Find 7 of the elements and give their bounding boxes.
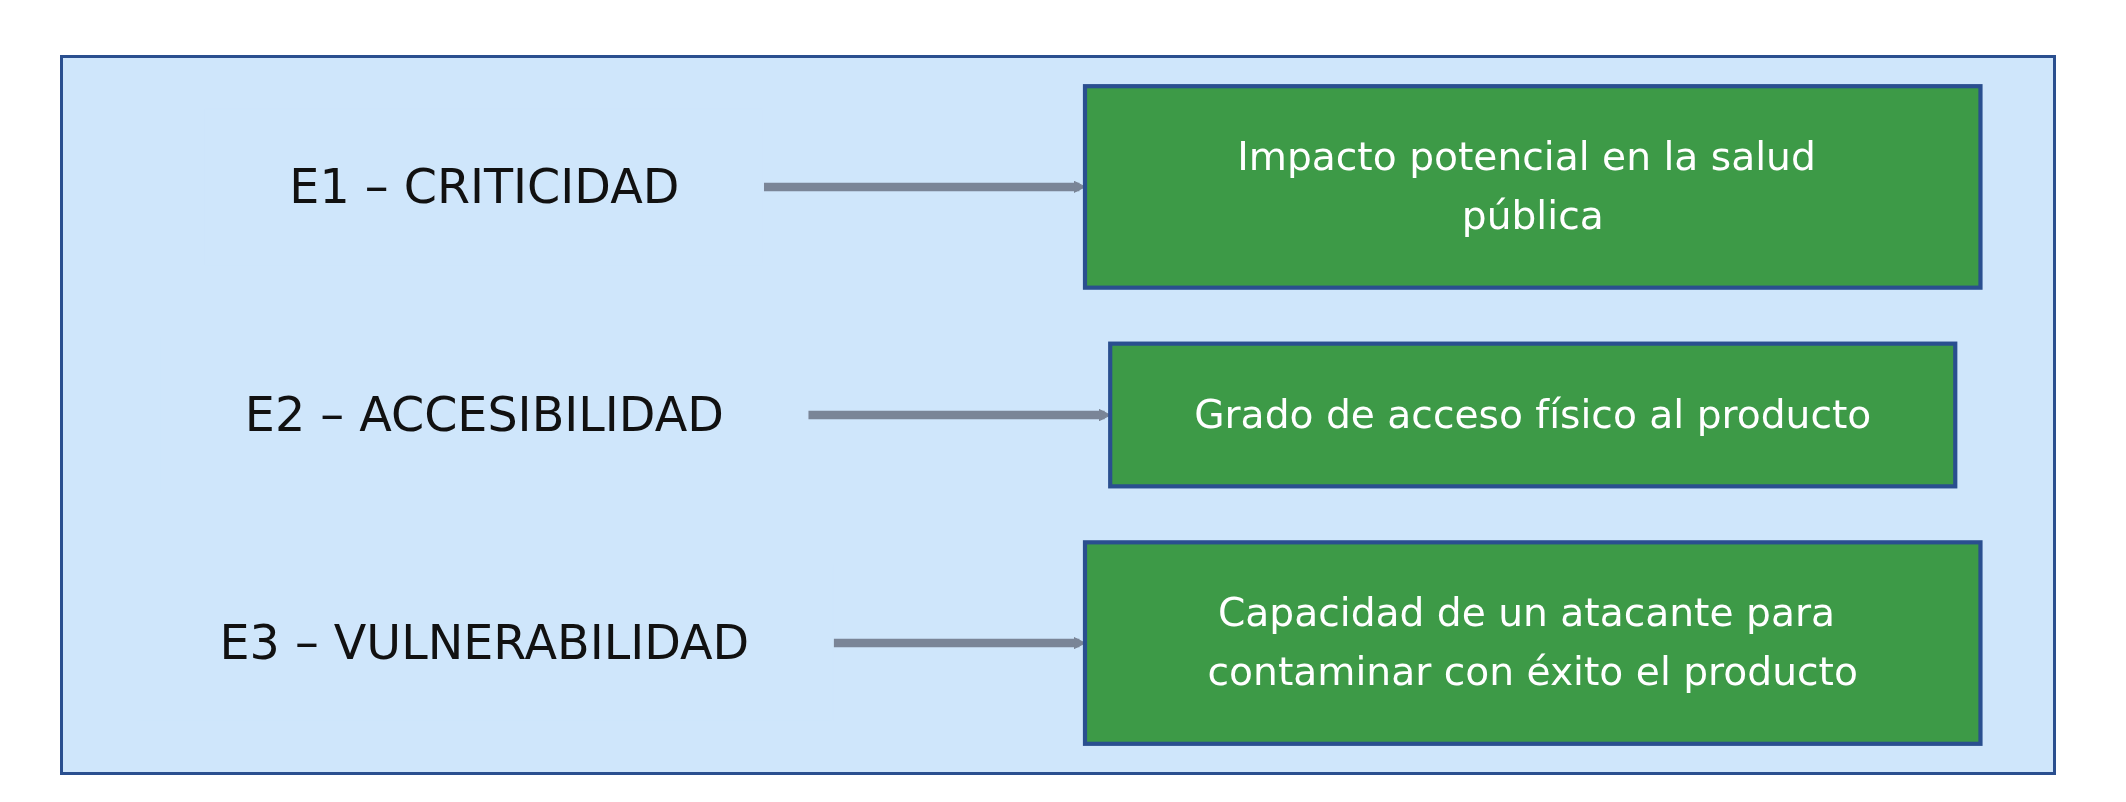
node-text: E3 – VULNERABILIDAD — [219, 614, 750, 671]
node-box — [1082, 540, 1983, 746]
node-text: E2 – ACCESIBILIDAD — [244, 386, 724, 443]
node-box — [1082, 84, 1983, 290]
node-text: E1 – CRITICIDAD — [289, 158, 680, 215]
node-box — [1108, 341, 1958, 489]
panel-background: E1 – CRITICIDAD Impacto potencial en la salud pública E2 – ACCESIBILIDAD Grado de acceso físico al producto E3 – VULNERABILIDAD Capacidad de un atacante para contaminar con éxito el producto — [60, 55, 2056, 775]
